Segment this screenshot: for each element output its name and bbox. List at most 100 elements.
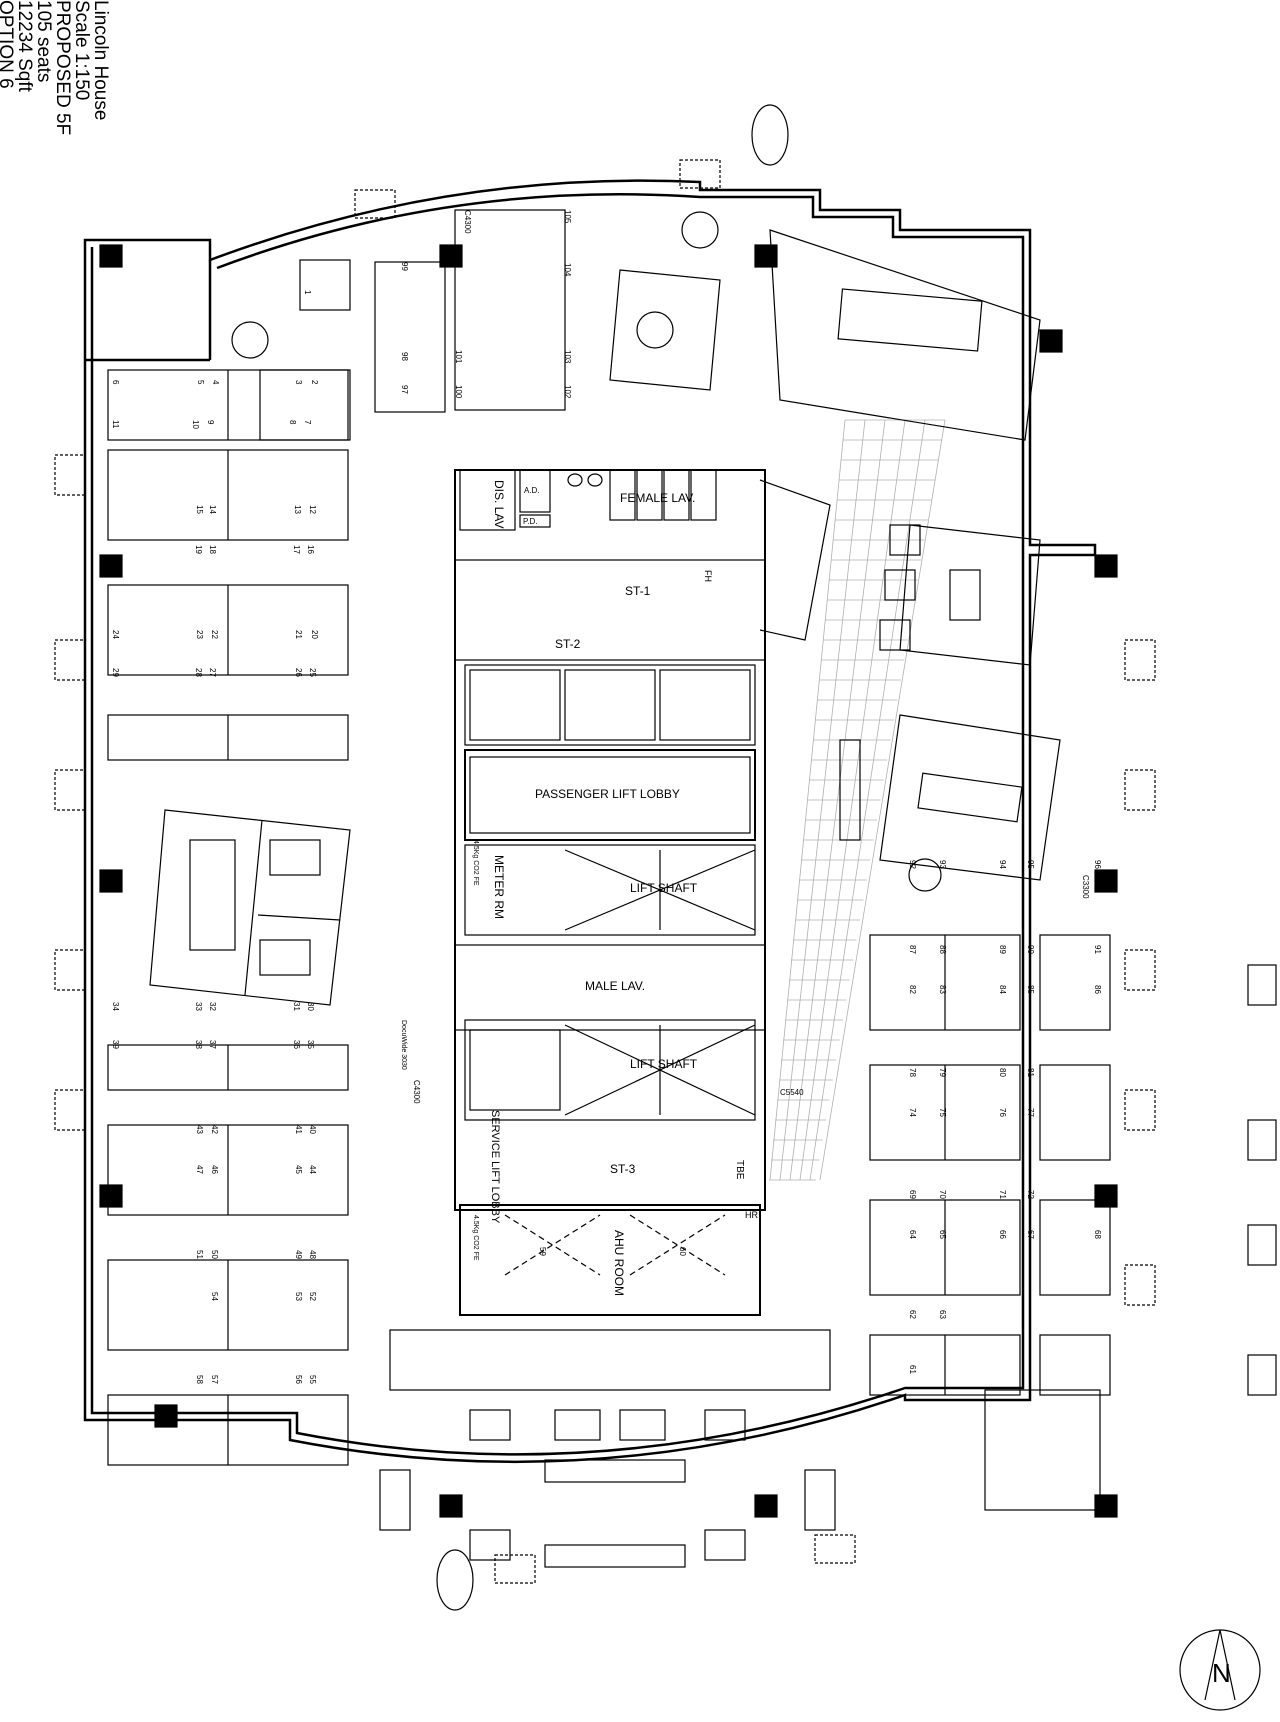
atrium-grid-line: [799, 419, 906, 1181]
seat-number: 51: [195, 1250, 204, 1259]
atrium-grid-line: [779, 419, 866, 1181]
seat-number: 29: [111, 668, 120, 677]
meeting-room-large: [879, 714, 1061, 881]
seat-number: 86: [1093, 985, 1102, 994]
label-ahu-room: AHU ROOM: [612, 1230, 626, 1296]
label-male-lav: MALE LAV.: [585, 979, 645, 993]
outer-wall: [83, 179, 1097, 1464]
entrance-canopy: [751, 104, 789, 166]
seat-number: 1: [303, 290, 312, 295]
seat-number: 33: [194, 1002, 203, 1011]
lounge-furniture: [379, 1389, 1101, 1568]
seat-number: 40: [308, 1125, 317, 1134]
seat-number: 16: [306, 545, 315, 554]
seat-number: 42: [210, 1125, 219, 1134]
label-passenger-lift-lobby: PASSENGER LIFT LOBBY: [535, 787, 680, 801]
seat-number: 101: [454, 350, 463, 364]
seat-number: 79: [938, 1068, 947, 1077]
meeting-room-small: [609, 269, 721, 391]
structural-columns: [99, 244, 1118, 1518]
seat-number: 94: [998, 860, 1007, 869]
seat-number: 70: [938, 1190, 947, 1199]
seat-number: 102: [563, 385, 572, 399]
meeting-rooms: [149, 211, 1061, 1006]
atrium-grid-line: [789, 419, 886, 1181]
seat-number: 95: [1026, 860, 1035, 869]
seat-number: 30: [306, 1002, 315, 1011]
seat-number: 19: [194, 545, 203, 554]
seat-number: 37: [208, 1040, 217, 1049]
seat-number: 104: [563, 263, 572, 277]
seat-number: 12: [308, 505, 317, 514]
seat-number: 15: [195, 505, 204, 514]
workstation-cluster: [1039, 934, 1111, 1031]
seat-number: 100: [454, 385, 463, 399]
label-st2: ST-2: [555, 637, 581, 651]
seat-number: 27: [208, 668, 217, 677]
boardroom: [769, 229, 1041, 441]
seat-number: 105: [563, 210, 572, 224]
seat-number: 62: [908, 1310, 917, 1319]
seat-number: 103: [563, 350, 572, 364]
label-hr: HR: [745, 1210, 758, 1220]
male-lav-room: [454, 944, 766, 1031]
seat-number: 85: [1026, 985, 1035, 994]
seat-number: 55: [308, 1375, 317, 1384]
label-docuwide: DocuWide 3030: [400, 1020, 407, 1070]
workstation-cluster: [454, 209, 566, 411]
seat-number: 56: [294, 1375, 303, 1384]
seat-number: 75: [938, 1108, 947, 1117]
breakout-room: [759, 479, 831, 641]
seat-number: 23: [195, 630, 204, 639]
facade-fins: [54, 159, 1156, 1584]
atrium-grid-line: [769, 419, 846, 1181]
label-tbe: TBE: [734, 1160, 745, 1180]
seat-number: 99: [400, 262, 409, 271]
seat-number: 47: [195, 1165, 204, 1174]
seat-number: 97: [400, 385, 409, 394]
exterior-markers: [1247, 964, 1277, 1396]
pantry-counter: [389, 1329, 831, 1391]
seat-number: 83: [938, 985, 947, 994]
label-lift-shaft-2: LIFT SHAFT: [630, 1057, 698, 1071]
label-service-lift-lobby: SERVICE LIFT LOBBY: [489, 1110, 501, 1224]
stair-st1-st2: [454, 559, 766, 661]
seat-number: 76: [998, 1108, 1007, 1117]
label-fire-extinguisher: 4.5Kg CO2 FE: [472, 1215, 479, 1261]
seat-number: 26: [294, 668, 303, 677]
label-dis-lav: DIS. LAV: [492, 480, 506, 528]
seat-number: 80: [998, 1068, 1007, 1077]
seat-number: 38: [194, 1040, 203, 1049]
seat-number: 34: [111, 1002, 120, 1011]
seat-number: 52: [308, 1292, 317, 1301]
seat-number: 32: [208, 1002, 217, 1011]
seat-number: 60: [678, 1247, 687, 1256]
label-printer-c4300: C4300: [463, 210, 472, 234]
workstation-cluster: [299, 259, 351, 311]
label-printer-c3300: C3300: [1081, 875, 1090, 899]
label-fire-extinguisher: 4.5Kg CO2 FE: [472, 840, 479, 886]
seat-number: 68: [1093, 1230, 1102, 1239]
lift-shaft-1-cross: [564, 849, 756, 931]
seat-number: 6: [111, 380, 120, 385]
seat-number: 49: [294, 1250, 303, 1259]
seat-number: 21: [294, 630, 303, 639]
meeting-room-right: [899, 524, 1041, 666]
label-st3: ST-3: [610, 1162, 636, 1176]
meeting-room-left: [149, 809, 351, 1006]
seat-number: 24: [111, 630, 120, 639]
workstation-cluster: [1039, 1334, 1111, 1396]
seat-number: 72: [1026, 1190, 1035, 1199]
entrance-canopy: [436, 1549, 474, 1611]
seat-number: 59: [538, 1247, 547, 1256]
seat-number: 58: [195, 1375, 204, 1384]
north-arrow-label: N: [1212, 1658, 1231, 1688]
seat-number: 9: [206, 420, 215, 425]
seat-number: 71: [998, 1190, 1007, 1199]
seat-number: 31: [292, 1002, 301, 1011]
seat-number: 77: [1026, 1108, 1035, 1117]
workstation-cluster: [1039, 1199, 1111, 1296]
seat-number: 36: [292, 1040, 301, 1049]
seat-number: 25: [308, 668, 317, 677]
seat-number: 14: [208, 505, 217, 514]
